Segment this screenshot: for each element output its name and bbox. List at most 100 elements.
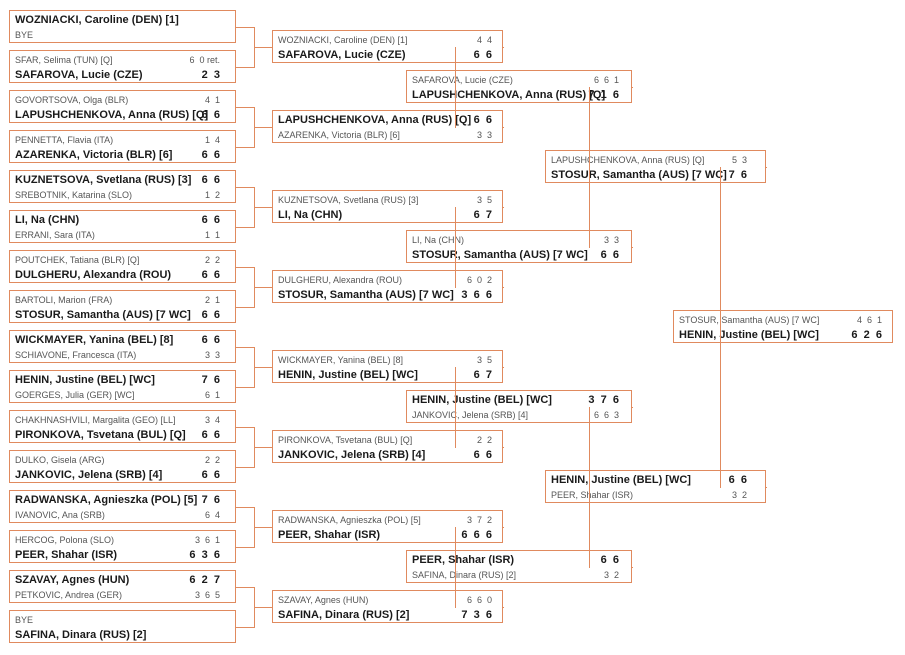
player-row: AZARENKA, Victoria (BLR) [6]6 6 [10,148,235,162]
player-score: 6 6 [201,109,220,121]
player-score: 6 3 6 [189,549,220,561]
player-score: 6 2 6 [851,329,882,341]
player-row: STOSUR, Samantha (AUS) [7 WC]6 6 [10,308,235,322]
bracket-connector [632,87,633,88]
player-name: DULGHERU, Alexandra (ROU) [15,269,172,281]
player-row: SAFAROVA, Lucie (CZE)6 6 1 [407,73,631,88]
player-name: KUZNETSOVA, Svetlana (RUS) [3] [278,195,419,205]
bracket-connector [589,167,590,168]
player-row: PEER, Shahar (ISR)3 2 [546,488,765,502]
bracket-connector [254,607,272,608]
player-row: JANKOVIC, Jelena (SRB) [4]6 6 [10,468,235,482]
player-name: SCHIAVONE, Francesca (ITA) [15,350,137,360]
player-name: BYE [15,615,34,625]
bracket-connector [503,207,504,208]
player-row: GOERGES, Julia (GER) [WC]6 1 [10,388,235,402]
player-row: LAPUSHCHENKOVA, Anna (RUS) [Q]5 3 [546,153,765,168]
player-name: HENIN, Justine (BEL) [WC] [15,374,155,386]
player-score: 6 0 ret. [189,55,220,65]
player-score: 6 1 [204,390,220,400]
player-row: SAFAROVA, Lucie (CZE) 6 6 [273,48,502,62]
player-row: STOSUR, Samantha (AUS) [7 WC]7 6 [546,168,765,182]
bracket-connector [503,607,504,608]
player-row: LAPUSHCHENKOVA, Anna (RUS) [Q]6 6 [273,113,502,128]
player-score: 2 3 [201,69,220,81]
player-name: POUTCHEK, Tatiana (BLR) [Q] [15,255,140,265]
player-name: LI, Na (CHN) [15,214,80,226]
player-name: STOSUR, Samantha (AUS) [7 WC] [412,249,588,261]
player-name: PENNETTA, Flavia (ITA) [15,135,114,145]
player-row: HENIN, Justine (BEL) [WC]6 7 [273,368,502,382]
bracket-connector [720,327,721,328]
round-1-match: SFAR, Selima (TUN) [Q]6 0 ret.SAFAROVA, … [9,50,236,83]
bracket-connector [254,207,272,208]
player-name: STOSUR, Samantha (AUS) [7 WC] [679,315,820,325]
bracket-connector [632,247,633,248]
bracket-connector [254,287,272,288]
bracket-connector [236,107,254,108]
player-row: LAPUSHCHENKOVA, Anna (RUS) [Q]7 1 6 [407,88,631,102]
player-row: ERRANI, Sara (ITA)1 1 [10,228,235,242]
player-row: SAFINA, Dinara (RUS) [2]3 2 [407,568,631,582]
player-name: GOVORTSOVA, Olga (BLR) [15,95,129,105]
player-score: 4 1 [204,95,220,105]
player-score: 6 4 [204,510,220,520]
player-name: BYE [15,30,34,40]
player-name: HENIN, Justine (BEL) [WC] [278,369,418,381]
player-row: PEER, Shahar (ISR)6 6 [407,553,631,568]
player-name: IVANOVIC, Ana (SRB) [15,510,105,520]
player-name: SFAR, Selima (TUN) [Q] [15,55,113,65]
player-name: SREBOTNIK, Katarina (SLO) [15,190,133,200]
player-row: SCHIAVONE, Francesca (ITA)3 3 [10,348,235,362]
player-score: 6 2 7 [189,574,220,586]
player-score: 5 3 [731,155,747,165]
player-row: PETKOVIC, Andrea (GER)3 6 5 [10,588,235,602]
player-score: 3 6 6 [461,289,492,301]
player-score: 6 6 0 [466,595,492,605]
round-1-match: LI, Na (CHN) 6 6 ERRANI, Sara (ITA)1 1 [9,210,236,243]
player-score: 6 0 2 [466,275,492,285]
player-score: 6 6 [201,214,220,226]
player-score: 3 2 [731,490,747,500]
player-name: HENIN, Justine (BEL) [WC] [551,474,691,486]
player-row: BARTOLI, Marion (FRA)2 1 [10,293,235,308]
player-row: STOSUR, Samantha (AUS) [7 WC] 6 6 [407,248,631,262]
player-row: KUZNETSOVA, Svetlana (RUS) [3]6 6 [10,173,235,188]
player-row: RADWANSKA, Agnieszka (POL) [5]7 6 [10,493,235,508]
player-score: 6 6 [600,249,619,261]
player-name: SAFAROVA, Lucie (CZE) [278,49,406,61]
bracket-connector [236,507,254,508]
player-row: DULGHERU, Alexandra (ROU)6 6 [10,268,235,282]
player-name: LI, Na (CHN) [412,235,465,245]
player-row: PENNETTA, Flavia (ITA)1 4 [10,133,235,148]
player-name: LAPUSHCHENKOVA, Anna (RUS) [Q] [278,114,472,126]
player-row: LAPUSHCHENKOVA, Anna (RUS) [Q]6 6 [10,108,235,122]
player-score: 6 6 [473,49,492,61]
bracket-connector [236,27,254,28]
bracket-connector [766,487,767,488]
player-name: HENIN, Justine (BEL) [WC] [679,329,819,341]
player-name: ERRANI, Sara (ITA) [15,230,95,240]
bracket-connector [236,67,254,68]
player-name: PIRONKOVA, Tsvetana (BUL) [Q] [15,429,186,441]
player-score: 7 1 6 [588,89,619,101]
player-row: HENIN, Justine (BEL) [WC] 6 2 6 [674,328,892,342]
round-1-match: WOZNIACKI, Caroline (DEN) [1]BYE [9,10,236,43]
player-row: AZARENKA, Victoria (BLR) [6]3 3 [273,128,502,142]
bracket-connector [236,627,254,628]
player-score: 6 6 6 [461,529,492,541]
player-name: STOSUR, Samantha (AUS) [7 WC] [551,169,727,181]
player-name: STOSUR, Samantha (AUS) [7 WC] [278,289,454,301]
player-score: 6 6 [201,429,220,441]
player-name: LI, Na (CHN) [278,209,343,221]
player-score: 1 2 [204,190,220,200]
player-name: HENIN, Justine (BEL) [WC] [412,394,552,406]
